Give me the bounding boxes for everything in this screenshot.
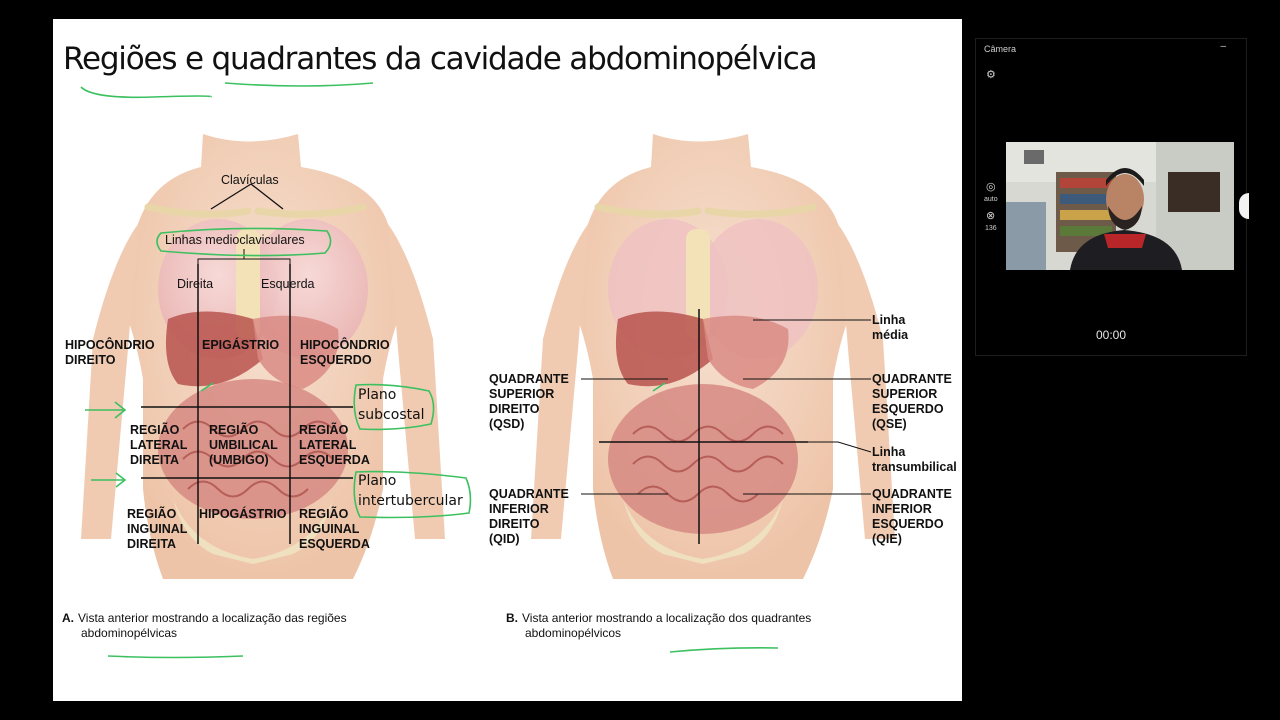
- label-qse: QUADRANTE SUPERIOR ESQUERDO (QSE): [872, 372, 952, 431]
- caption-b-line1: Vista anterior mostrando a localização d…: [522, 611, 812, 625]
- label-direita: Direita: [177, 277, 214, 291]
- caption-figure-b: B. Vista anterior mostrando a localização…: [506, 611, 811, 641]
- caption-a-line1: Vista anterior mostrando a localização d…: [78, 611, 347, 625]
- slide-title: Regiões e quadrantes da cavidade abdomin…: [63, 41, 818, 77]
- label-regiao-inguinal-direita: REGIÃO INGUINAL DIREITA: [127, 507, 188, 551]
- exposure-icon[interactable]: ◎: [986, 181, 996, 193]
- settings-gear-icon[interactable]: ⚙: [986, 69, 996, 81]
- label-esquerda: Esquerda: [261, 277, 315, 291]
- figure-a-illustration: [81, 134, 445, 579]
- label-hipogastrio: HIPOGÁSTRIO: [199, 507, 287, 521]
- exposure-auto-label: auto: [984, 196, 998, 203]
- label-regiao-lateral-esquerda: REGIÃO LATERAL ESQUERDA: [299, 423, 370, 467]
- iso-value: 136: [985, 225, 997, 232]
- handwritten-annotations: [85, 227, 666, 519]
- label-linha-media: Linha média: [872, 313, 909, 342]
- recording-timer: 00:00: [1095, 328, 1127, 342]
- camera-window: Câmera – ⚙ ◎ auto ⊗ 136 00:00: [975, 38, 1247, 356]
- webcam-person-image: [1006, 142, 1234, 270]
- label-linha-transumbilical: Linha transumbilical: [872, 445, 957, 474]
- label-regiao-inguinal-esquerda: REGIÃO INGUINAL ESQUERDA: [299, 507, 370, 551]
- label-regiao-umbilical: REGIÃO UMBILICAL (UMBIGO): [209, 423, 278, 467]
- label-qid: QUADRANTE INFERIOR DIREITO (QID): [489, 487, 569, 546]
- annotation-underlines: [80, 82, 779, 659]
- caption-figure-a: A. Vista anterior mostrando a localização…: [62, 611, 347, 641]
- annotation-plano-subcostal: Plano subcostal: [358, 387, 425, 423]
- iso-icon[interactable]: ⊗: [986, 210, 996, 222]
- slide-canvas: Regiões e quadrantes da cavidade abdomin…: [53, 19, 962, 701]
- caption-a-line2: abdominopélvicas: [81, 626, 178, 640]
- caption-b-line2: abdominopélvicos: [525, 626, 622, 640]
- label-qsd: QUADRANTE SUPERIOR DIREITO (QSD): [489, 372, 569, 431]
- label-regiao-lateral-direita: REGIÃO LATERAL DIREITA: [130, 423, 188, 467]
- camera-title: Câmera: [984, 44, 1017, 54]
- caption-b-letter: B.: [506, 611, 518, 625]
- minimize-button[interactable]: –: [1220, 41, 1226, 52]
- label-hipocondrio-esquerdo: HIPOCÔNDRIO ESQUERDO: [300, 338, 390, 367]
- label-linhas-medioclaviculares: Linhas medioclaviculares: [165, 233, 305, 247]
- camera-preview: [1006, 142, 1234, 270]
- label-claviculas: Clavículas: [221, 173, 279, 187]
- side-panel-handle[interactable]: [1239, 193, 1249, 219]
- label-qie: QUADRANTE INFERIOR ESQUERDO (QIE): [872, 487, 952, 546]
- annotation-plano-intertubercular: Plano intertubercular: [358, 473, 463, 509]
- label-hipocondrio-direito: HIPOCÔNDRIO DIREITO: [65, 338, 155, 367]
- caption-a-letter: A.: [62, 611, 74, 625]
- figure-b-illustration: [531, 134, 895, 579]
- label-epigastrio: EPIGÁSTRIO: [202, 338, 280, 352]
